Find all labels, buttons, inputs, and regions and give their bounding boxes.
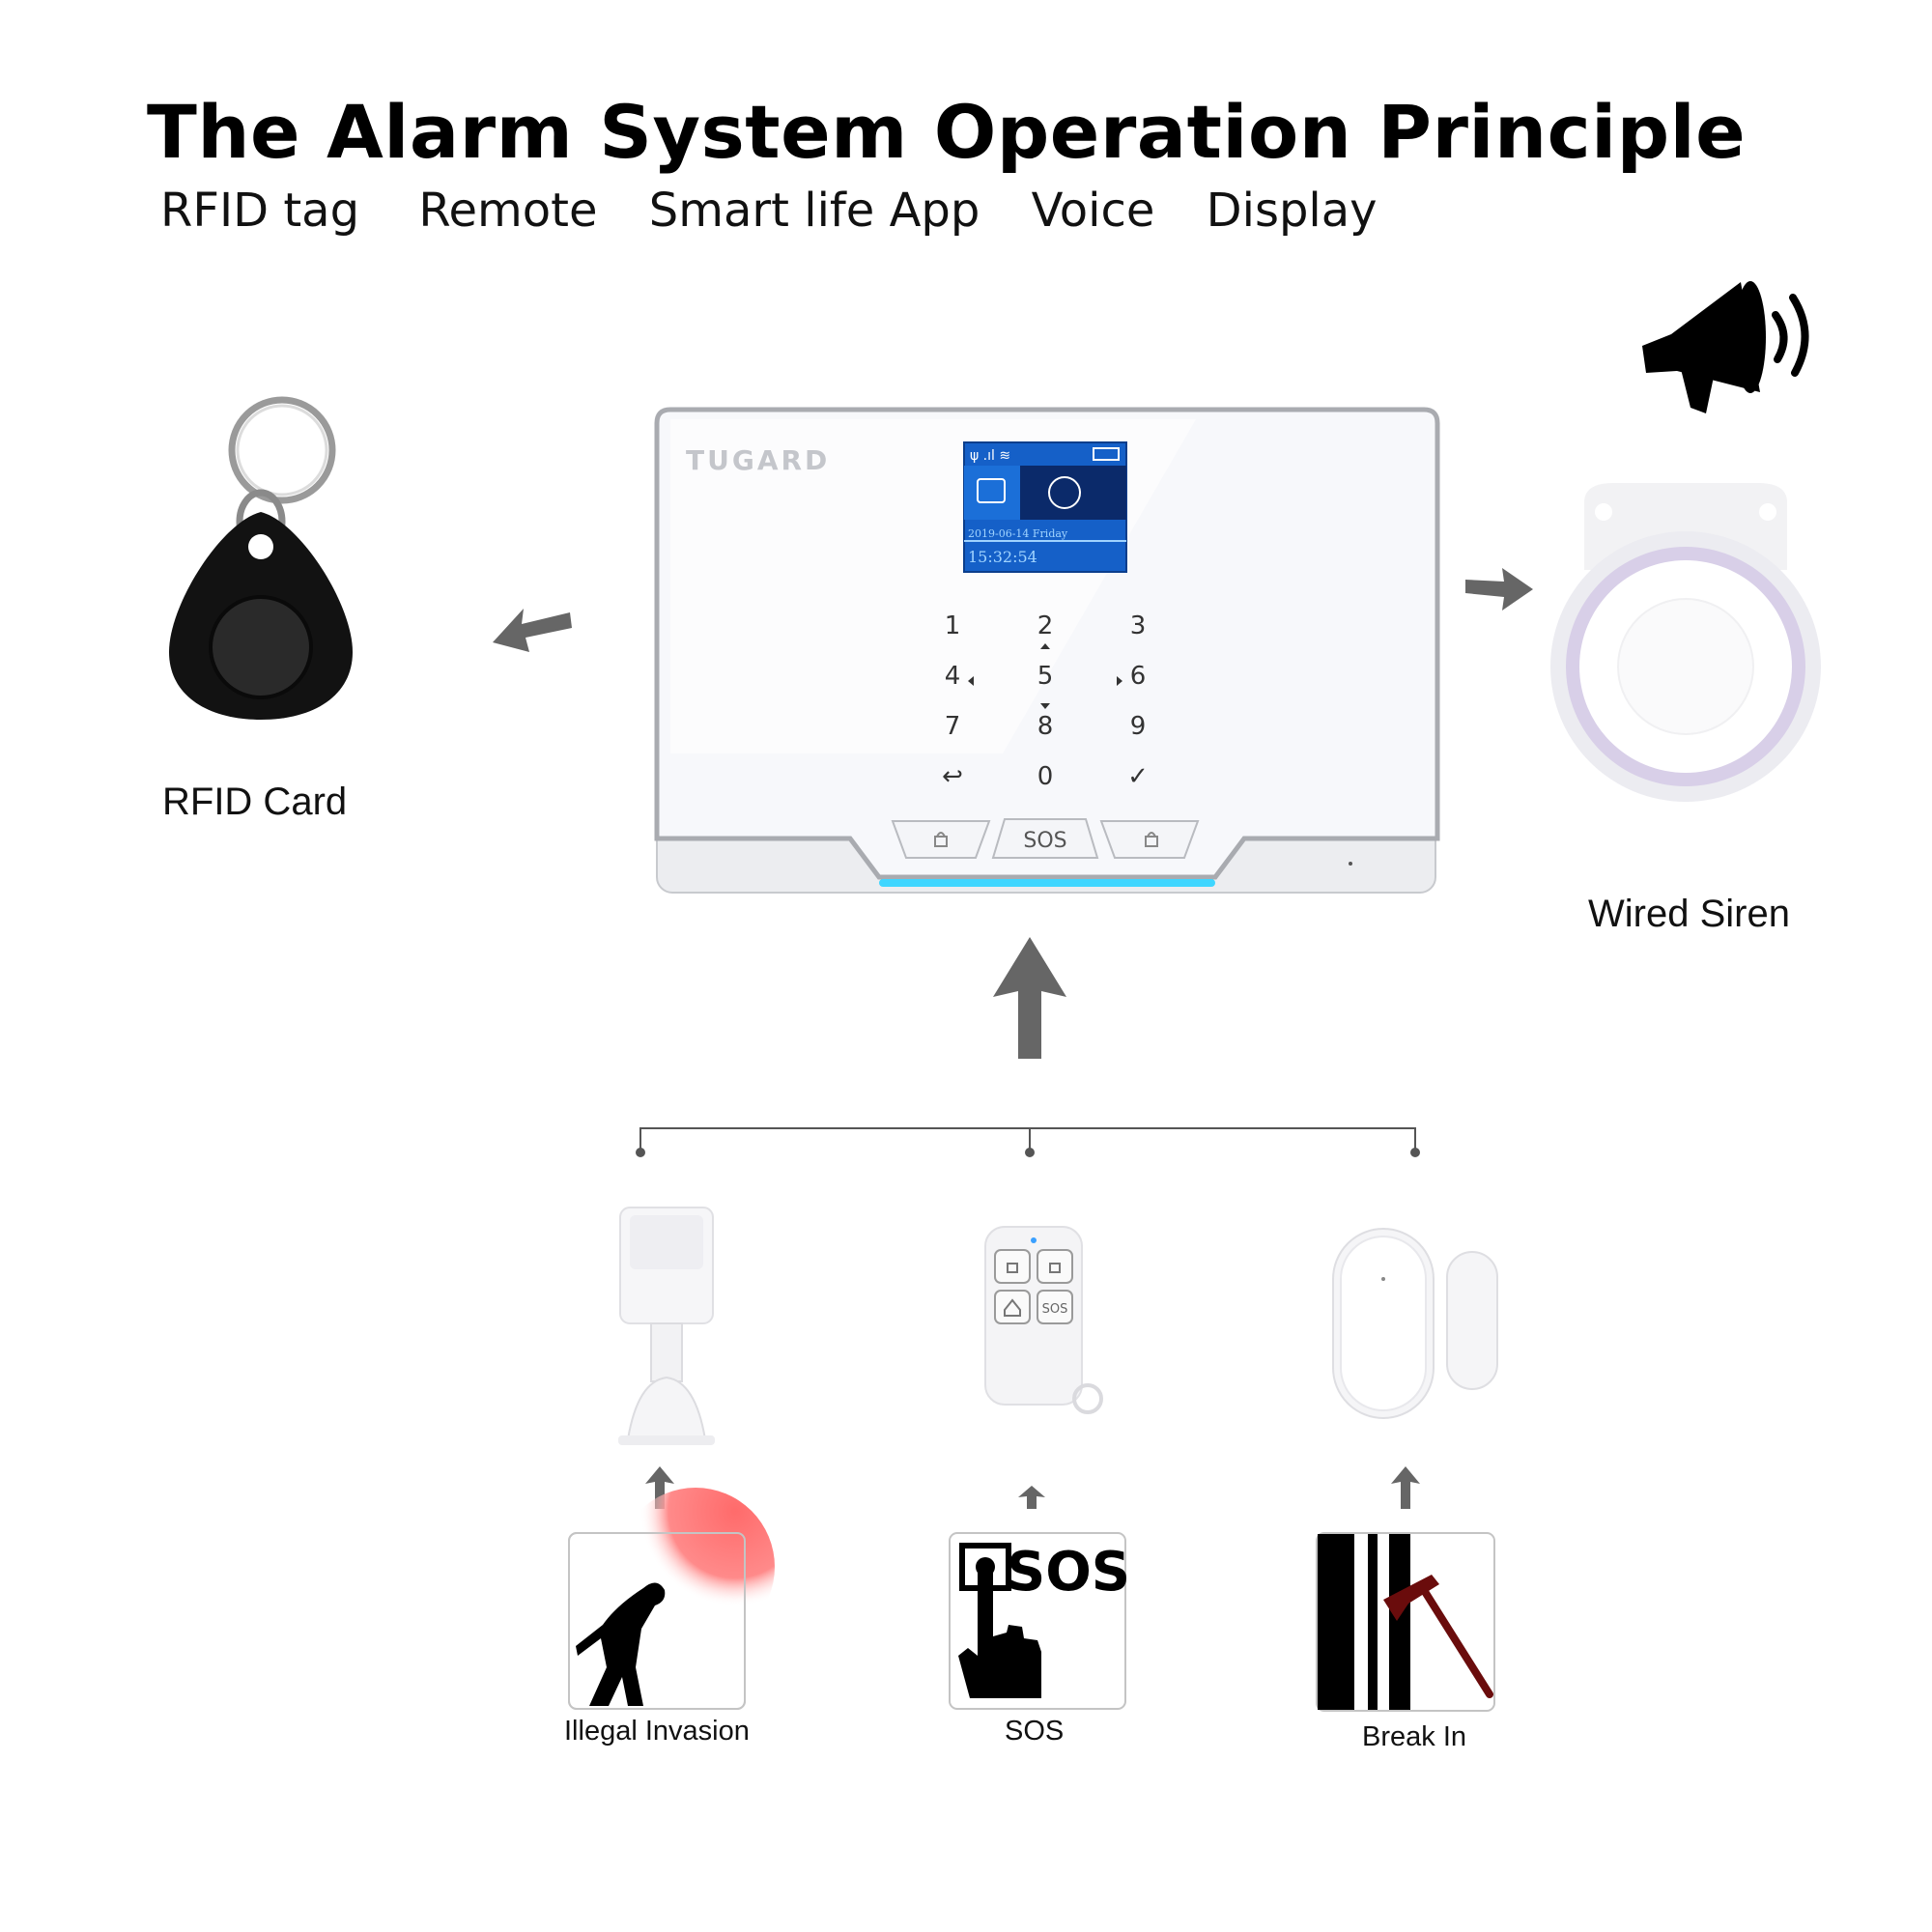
arrow-up-breakin-icon [1391, 1466, 1420, 1509]
illegal-invasion-icon [568, 1488, 775, 1710]
screen-date: 2019-06-14 Friday [968, 527, 1068, 540]
diagram-title: The Alarm System Operation Principle [147, 89, 1747, 175]
pir-sensor-icon [618, 1207, 715, 1445]
svg-text:ψ .ıl ≋: ψ .ıl ≋ [970, 448, 1010, 464]
key-6[interactable]: 6 [1130, 662, 1147, 691]
arm-button[interactable] [891, 820, 991, 859]
sos-button[interactable]: SOS [991, 818, 1099, 859]
status-led [879, 879, 1215, 887]
svg-text:SOS: SOS [1007, 1541, 1130, 1604]
remote-control-icon: SOS [984, 1226, 1103, 1414]
arrow-to-panel-icon [993, 937, 1066, 1059]
key-9[interactable]: 9 [1130, 712, 1147, 741]
illegal-invasion-label: Illegal Invasion [564, 1716, 750, 1747]
key-2[interactable]: 2 [1037, 611, 1054, 640]
key-1[interactable]: 1 [945, 611, 961, 640]
feature-list: RFID tag Remote Smart life App Voice Dis… [160, 184, 1414, 238]
break-in-icon [1316, 1532, 1495, 1712]
arrow-up-sos-icon [1018, 1486, 1045, 1509]
brand-logo: TUGARD [686, 444, 830, 476]
disarm-button[interactable] [1099, 820, 1200, 859]
wired-siren-label: Wired Siren [1588, 893, 1790, 935]
megaphone-icon [1642, 281, 1809, 413]
key-back[interactable]: ↩ [942, 762, 963, 791]
key-4[interactable]: 4 [945, 662, 961, 691]
sos-trigger-label: SOS [1005, 1716, 1065, 1747]
feature-app: Smart life App [648, 184, 980, 238]
key-5[interactable]: 5 [1037, 662, 1054, 691]
wired-siren-icon [1550, 483, 1821, 802]
svg-text:SOS: SOS [1023, 829, 1066, 853]
feature-remote: Remote [418, 184, 598, 238]
feature-voice: Voice [1031, 184, 1155, 238]
key-8[interactable]: 8 [1037, 712, 1054, 741]
break-in-label: Break In [1362, 1721, 1466, 1752]
rfid-keyfob-icon [169, 396, 353, 720]
connector-bracket [636, 1127, 1420, 1157]
arrow-to-siren-icon [1465, 568, 1533, 611]
alarm-panel: TUGARD ψ .ıl ≋ 2019-06-14 Friday 15:32:5… [654, 407, 1440, 894]
rfid-card-label: RFID Card [162, 781, 348, 823]
feature-display: Display [1206, 184, 1378, 238]
key-3[interactable]: 3 [1130, 611, 1147, 640]
svg-text:SOS: SOS [1042, 1302, 1068, 1317]
arrow-up-invasion-icon [645, 1466, 674, 1509]
door-sensor-icon [1332, 1228, 1498, 1419]
screen-time: 15:32:54 [968, 548, 1037, 566]
keypad: 1 2 3 4 5 6 7 8 9 ↩ 0 ✓ [942, 611, 1149, 791]
arrow-to-rfid-icon [493, 609, 572, 652]
key-7[interactable]: 7 [945, 712, 961, 741]
key-0[interactable]: 0 [1037, 762, 1054, 791]
sos-trigger-icon: SOS [949, 1532, 1130, 1710]
feature-rfid: RFID tag [160, 184, 360, 238]
key-confirm[interactable]: ✓ [1127, 762, 1149, 791]
lcd-screen: ψ .ıl ≋ 2019-06-14 Friday 15:32:54 [963, 441, 1127, 573]
